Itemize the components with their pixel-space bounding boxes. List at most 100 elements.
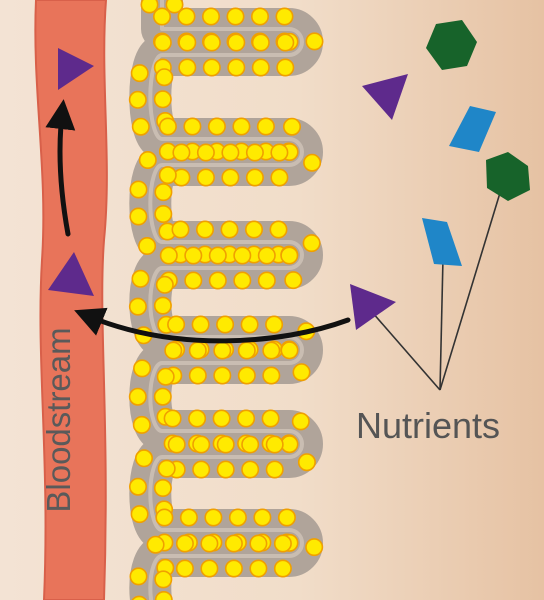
- epithelial-cell: [153, 296, 172, 315]
- epithelial-cell: [261, 409, 280, 428]
- epithelial-cell: [233, 271, 252, 290]
- epithelial-cell: [135, 449, 154, 468]
- epithelial-cell: [159, 246, 178, 265]
- triangle-nutrient-free: [362, 74, 408, 120]
- epithelial-cell: [129, 567, 148, 586]
- epithelial-cell: [276, 58, 295, 77]
- epithelial-cell: [202, 58, 221, 77]
- epithelial-cell: [241, 435, 260, 454]
- epithelial-cell: [130, 64, 149, 83]
- epithelial-cell: [208, 246, 227, 265]
- epithelial-cell: [175, 534, 194, 553]
- epithelial-cell: [164, 341, 183, 360]
- epithelial-cell: [265, 460, 284, 479]
- epithelial-cell: [297, 453, 316, 472]
- nutrient-pointer-lines: [371, 182, 504, 391]
- epithelial-cell: [227, 58, 246, 77]
- epithelial-cell: [155, 275, 174, 294]
- epithelial-cell: [251, 7, 270, 26]
- epithelial-cell: [133, 359, 152, 378]
- epithelial-cell: [280, 246, 299, 265]
- epithelial-cell: [175, 559, 194, 578]
- epithelial-cell: [208, 271, 227, 290]
- epithelial-cell: [156, 367, 175, 386]
- epithelial-cell: [270, 168, 289, 187]
- epithelial-cell: [153, 478, 172, 497]
- epithelial-cell: [178, 58, 197, 77]
- epithelial-cell: [158, 117, 177, 136]
- epithelial-cell: [216, 460, 235, 479]
- epithelial-cell: [183, 117, 202, 136]
- epithelial-cell: [216, 315, 235, 334]
- epithelial-cell: [163, 409, 182, 428]
- epithelial-cell: [184, 271, 203, 290]
- epithelial-cell: [227, 33, 246, 52]
- epithelial-cell: [213, 366, 232, 385]
- epithelial-cell: [177, 7, 196, 26]
- epithelial-cell: [233, 246, 252, 265]
- epithelial-cell: [273, 559, 292, 578]
- epithelial-cell: [273, 534, 292, 553]
- hexagon-nutrient-top: [426, 20, 477, 70]
- epithelial-cell: [188, 366, 207, 385]
- epithelial-cell: [251, 33, 270, 52]
- epithelial-cell: [237, 409, 256, 428]
- epithelial-cell: [140, 0, 159, 14]
- epithelial-cell: [192, 435, 211, 454]
- epithelial-cell: [220, 220, 239, 239]
- epithelial-cell: [269, 220, 288, 239]
- epithelial-cell: [192, 460, 211, 479]
- bloodstream-flow-arrow: [45, 99, 76, 237]
- epithelial-cell: [167, 435, 186, 454]
- epithelial-cell: [165, 0, 184, 14]
- bloodstream-label: Bloodstream: [40, 327, 77, 512]
- epithelial-cell: [188, 341, 207, 360]
- epithelial-cell: [305, 32, 324, 51]
- epithelial-cell: [196, 220, 215, 239]
- epithelial-cell: [153, 7, 172, 26]
- epithelial-cell: [196, 143, 215, 162]
- epithelial-cell: [212, 409, 231, 428]
- epithelial-cell: [276, 33, 295, 52]
- epithelial-cell: [280, 435, 299, 454]
- epithelial-cell: [130, 505, 149, 524]
- epithelial-cell: [291, 412, 310, 431]
- epithelial-cell: [167, 315, 186, 334]
- epithelial-cell: [171, 220, 190, 239]
- epithelial-cell: [221, 168, 240, 187]
- epithelial-cell: [237, 366, 256, 385]
- epithelial-cell: [138, 151, 157, 170]
- epithelial-cell: [128, 90, 147, 109]
- epithelial-cell: [191, 315, 210, 334]
- epithelial-cell: [226, 7, 245, 26]
- epithelial-cell: [249, 534, 268, 553]
- epithelial-cell: [213, 341, 232, 360]
- epithelial-cell: [204, 508, 223, 527]
- epithelial-cell: [270, 143, 289, 162]
- epithelial-cell: [202, 33, 221, 52]
- epithelial-cell: [245, 143, 264, 162]
- epithelial-cell: [207, 117, 226, 136]
- epithelial-cell: [280, 341, 299, 360]
- triangle-nutrient-absorbing: [350, 284, 396, 330]
- epithelial-cell: [262, 366, 281, 385]
- epithelial-cell: [265, 435, 284, 454]
- epithelial-cell: [129, 477, 148, 496]
- epithelial-cell: [178, 33, 197, 52]
- epithelial-cell: [228, 508, 247, 527]
- epithelial-cell: [245, 220, 264, 239]
- triangle-nutrient-in-blood-middle: [48, 252, 94, 296]
- epithelial-cell: [200, 534, 219, 553]
- epithelial-cell: [224, 534, 243, 553]
- epithelial-cell: [221, 143, 240, 162]
- epithelial-cell: [157, 459, 176, 478]
- epithelial-cell: [200, 559, 219, 578]
- epithelial-cell: [131, 117, 150, 136]
- bloodstream-vessel: [34, 0, 108, 600]
- epithelial-cell: [302, 234, 321, 253]
- diamond-nutrient-lower: [422, 218, 462, 266]
- epithelial-cell: [146, 535, 165, 554]
- epithelial-cell: [172, 143, 191, 162]
